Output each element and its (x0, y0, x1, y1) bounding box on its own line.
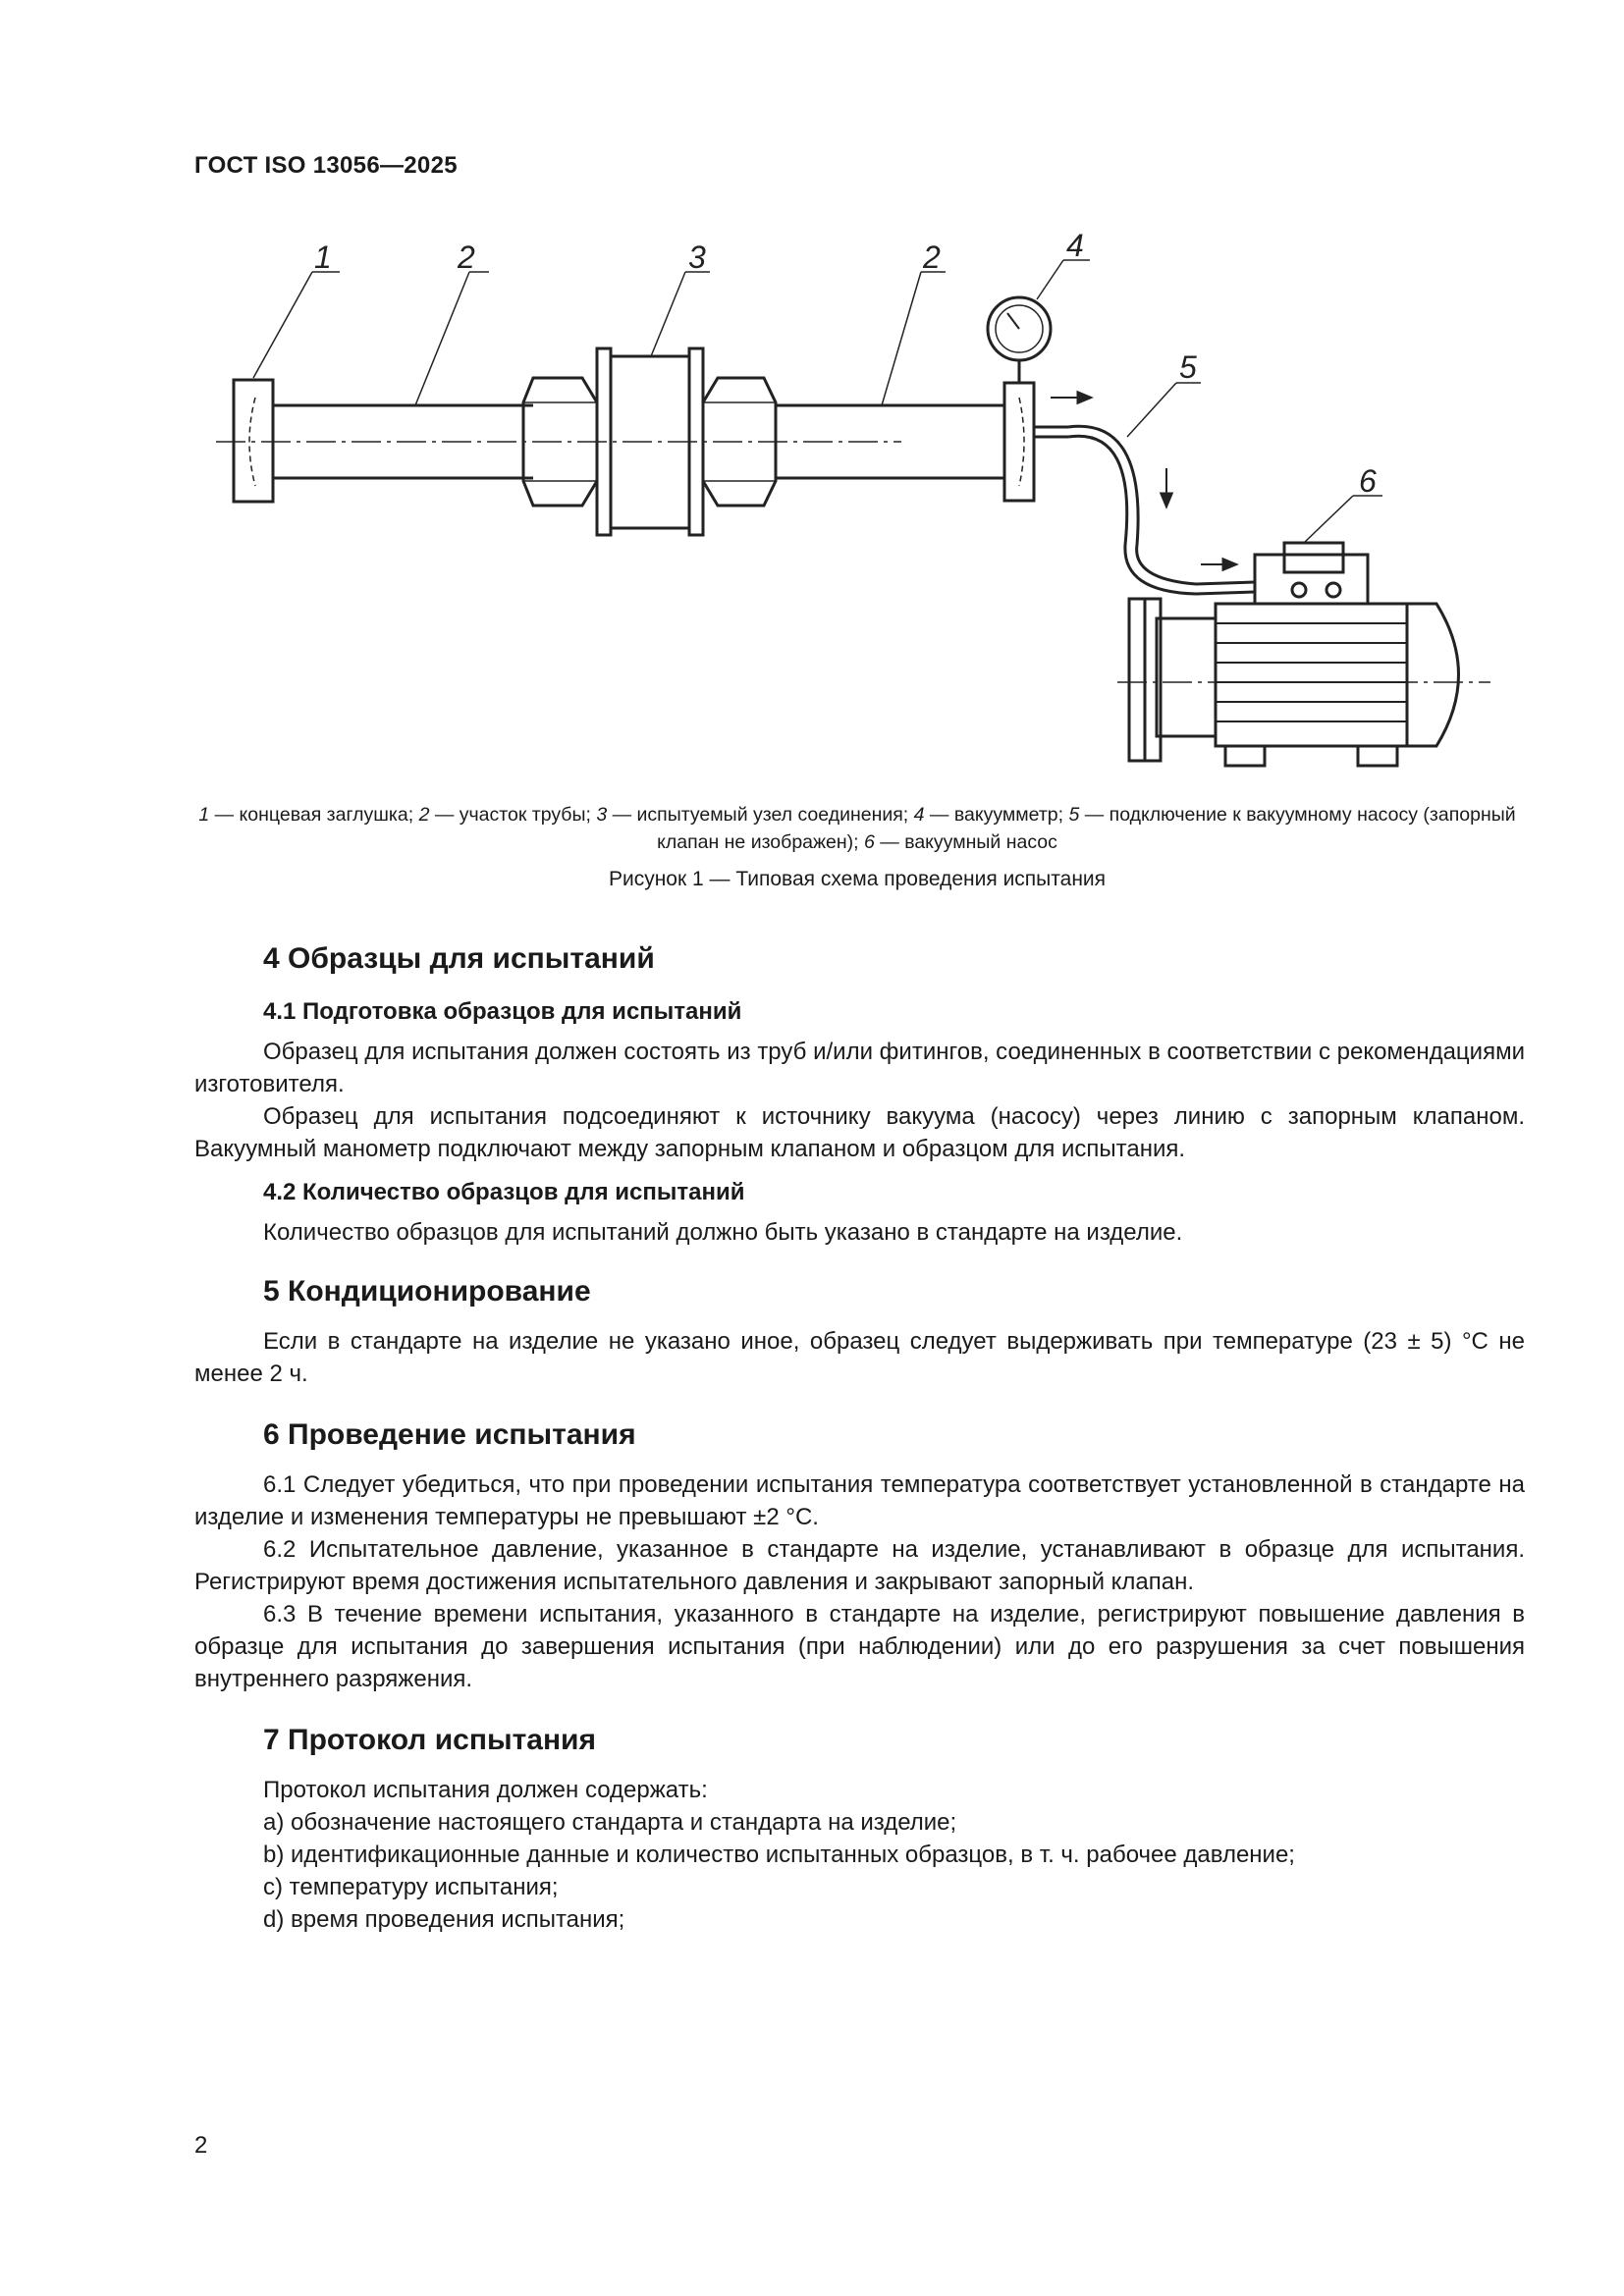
paragraph: 6.1 Следует убедиться, что при проведени… (194, 1471, 1525, 1530)
figure-title: Рисунок 1 — Типовая схема проведения исп… (608, 868, 1107, 890)
union-nut-left (521, 376, 599, 507)
label-1: 1 (314, 240, 332, 275)
list-intro: Протокол испытания должен содержать: (263, 1777, 708, 1803)
figure-legend: 1 — концевая заглушка; 2 — участок трубы… (194, 801, 1520, 856)
label-2-right: 2 (922, 240, 941, 275)
vacuum-gauge (986, 295, 1053, 362)
legend-num: 3 (596, 804, 608, 826)
section-4-title: 4 Образцы для испытаний (263, 942, 655, 975)
legend-num: 4 (913, 804, 925, 826)
section-4-1-title: 4.1 Подготовка образцов для испытаний (263, 998, 742, 1025)
list-item: a) обозначение настоящего стандарта и ст… (263, 1809, 957, 1836)
label-2-left: 2 (457, 240, 475, 275)
test-setup-diagram: 1 2 3 2 4 5 6 (194, 228, 1490, 780)
section-6-title: 6 Проведение испытания (263, 1418, 636, 1451)
list-item: d) время проведения испытания; (263, 1906, 625, 1933)
label-5: 5 (1179, 349, 1197, 385)
legend-text: — вакуумный насос (874, 831, 1057, 853)
section-4-2-title: 4.2 Количество образцов для испытаний (263, 1179, 745, 1205)
label-6: 6 (1359, 463, 1377, 499)
label-3: 3 (688, 240, 706, 275)
list-item: c) температуру испытания; (263, 1874, 559, 1900)
label-4: 4 (1066, 231, 1084, 263)
legend-text: — участок трубы; (429, 804, 597, 826)
page-number: 2 (194, 2132, 208, 2159)
list-item: b) идентификационные данные и количество… (263, 1842, 1295, 1868)
protocol-list: Протокол испытания должен содержать: a) … (194, 1774, 1525, 1936)
paragraph: Образец для испытания должен состоять из… (194, 1039, 1525, 1097)
legend-text: — вакуумметр; (924, 804, 1069, 826)
legend-text: — концевая заглушка; (209, 804, 419, 826)
legend-text: — подключение к вакуумному насосу (запор… (657, 804, 1516, 853)
legend-num: 2 (418, 804, 430, 826)
paragraph: Образец для испытания подсоединяют к ист… (194, 1103, 1525, 1162)
paragraph: 6.2 Испытательное давление, указанное в … (194, 1536, 1525, 1595)
vacuum-hose (1067, 424, 1256, 586)
legend-num: 6 (864, 831, 875, 853)
paragraph: Количество образцов для испытаний должно… (263, 1219, 1183, 1246)
legend-text: — испытуемый узел соединения; (607, 804, 914, 826)
end-cap-left (232, 378, 275, 504)
document-header: ГОСТ ISO 13056—2025 (194, 152, 458, 179)
document-body: 4 Образцы для испытаний 4.1 Подготовка о… (194, 937, 1525, 1936)
legend-num: 1 (198, 804, 210, 826)
legend-num: 5 (1068, 804, 1080, 826)
paragraph: 6.3 В течение времени испытания, указанн… (194, 1601, 1525, 1692)
paragraph: Если в стандарте на изделие не указано и… (194, 1328, 1525, 1387)
vacuum-pump (1117, 541, 1490, 768)
section-7-title: 7 Протокол испытания (263, 1724, 597, 1756)
section-5-title: 5 Кондиционирование (263, 1275, 591, 1308)
